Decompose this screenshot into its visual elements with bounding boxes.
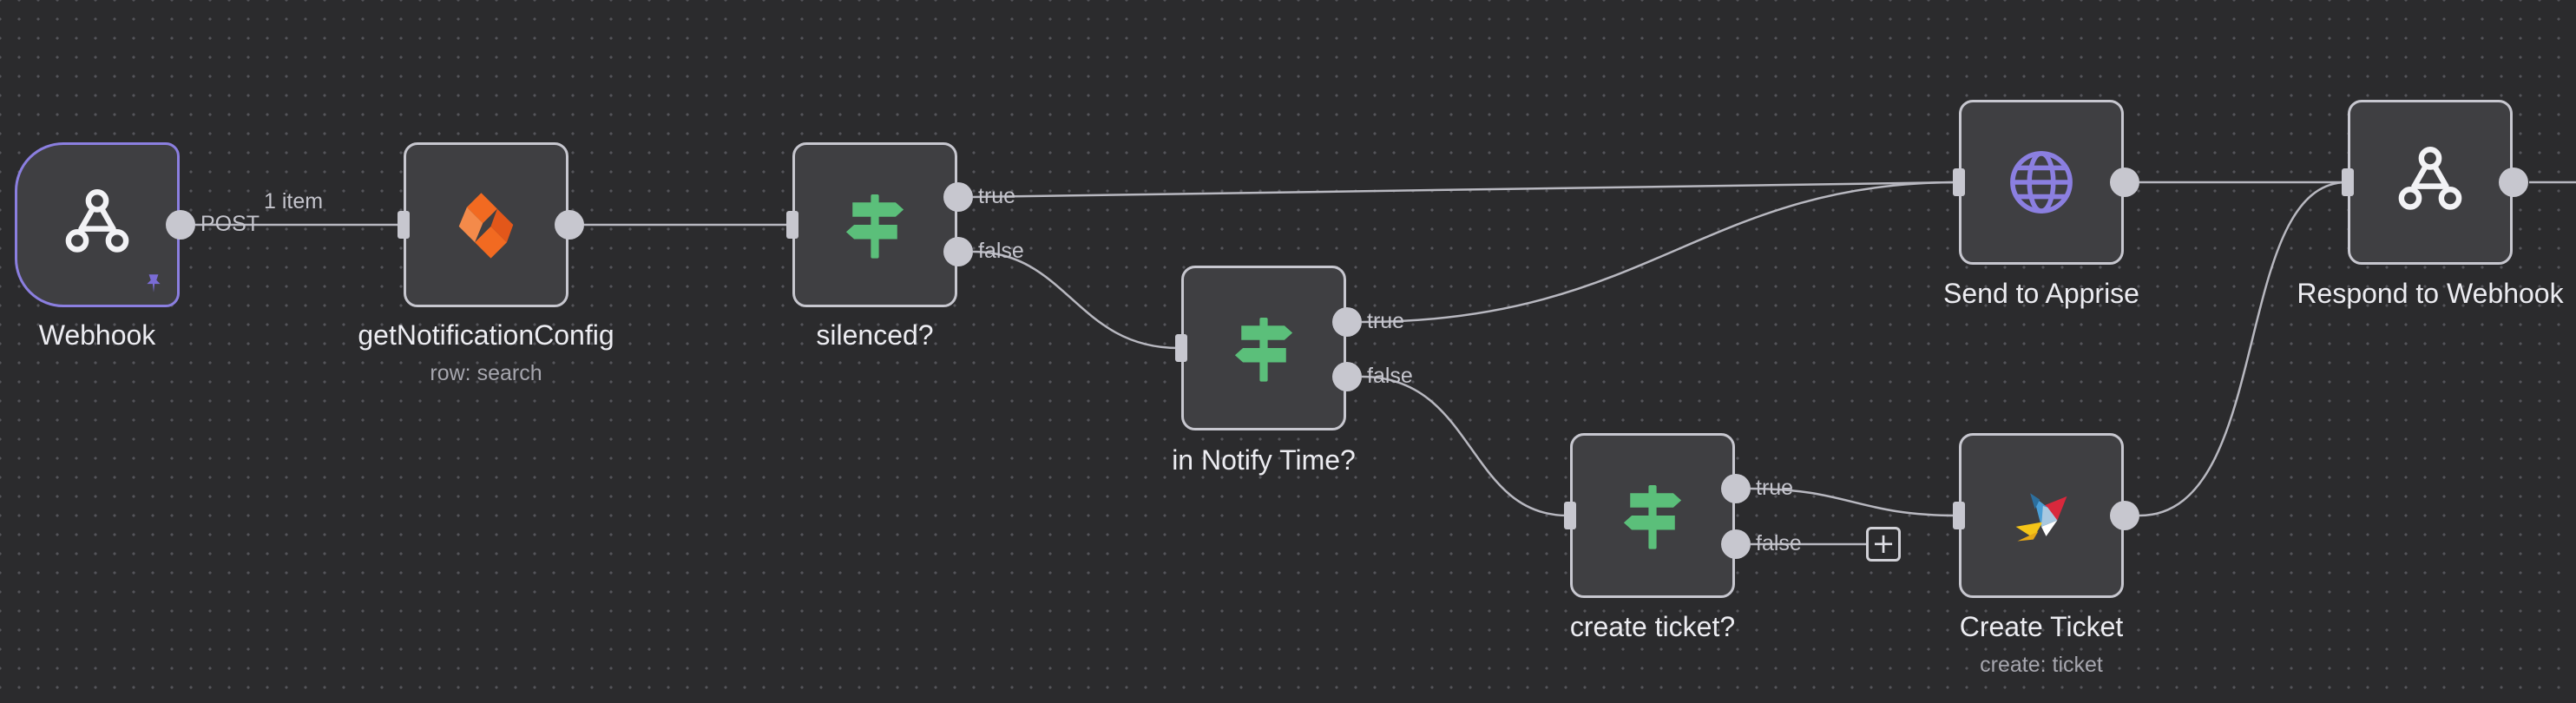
webhook-icon [2398, 147, 2462, 210]
signpost-icon [1623, 485, 1682, 549]
node-label-in-notify-time: in Notify Time? [1172, 444, 1356, 476]
edge-label-item-count: 1 item [264, 189, 324, 214]
output-handle-true[interactable] [1721, 474, 1751, 503]
edge-label-false: false [1367, 364, 1413, 388]
node-in-notify-time[interactable] [1181, 266, 1346, 430]
edge-silenced-true-to-apprise[interactable] [972, 181, 1959, 199]
table-db-icon [458, 193, 514, 259]
output-handle[interactable] [2110, 168, 2139, 197]
edge-label-true: true [978, 184, 1016, 208]
input-handle[interactable] [786, 211, 798, 239]
node-label-send-to-apprise: Send to Apprise [1943, 278, 2139, 309]
node-label-get-notification-config: getNotificationConfig [358, 319, 614, 351]
signpost-icon [845, 194, 904, 259]
output-handle-true[interactable] [1332, 307, 1362, 337]
output-handle[interactable] [166, 210, 195, 240]
bird-logo-icon [2015, 493, 2067, 542]
node-label-create-ticket: Create Ticket [1959, 611, 2124, 642]
globe-icon [2010, 151, 2073, 214]
node-webhook[interactable] [15, 142, 180, 307]
node-send-to-apprise[interactable] [1959, 100, 2124, 265]
node-create-ticket-check[interactable] [1570, 433, 1735, 598]
input-handle[interactable] [1953, 502, 1965, 529]
node-get-notification-config[interactable] [404, 142, 568, 307]
output-handle-false[interactable] [1721, 529, 1751, 559]
edge-notify-false-to-ticketcheck[interactable] [1361, 375, 1568, 517]
input-handle[interactable] [1953, 168, 1965, 196]
edge-ticketcheck-true-to-ticket[interactable] [1750, 487, 1959, 517]
add-node-button[interactable]: + [1866, 527, 1901, 562]
input-handle[interactable] [1175, 334, 1187, 362]
node-respond-to-webhook[interactable] [2348, 100, 2513, 265]
node-subtitle-get-notification-config: row: search [430, 361, 542, 385]
edge-label-false: false [1756, 531, 1802, 555]
node-label-silenced: silenced? [816, 319, 934, 351]
webhook-icon [65, 189, 129, 253]
edge-label-method: POST [200, 212, 260, 236]
node-label-create-ticket-check: create ticket? [1569, 611, 1736, 642]
output-handle[interactable] [2110, 501, 2139, 530]
output-handle[interactable] [2499, 168, 2528, 197]
edge-ticket-to-respond[interactable] [2139, 181, 2348, 517]
pin-icon[interactable] [142, 272, 165, 294]
edge-label-true: true [1367, 309, 1405, 333]
edge-label-false: false [978, 239, 1024, 263]
edge-label-true: true [1756, 476, 1794, 500]
output-handle-false[interactable] [1332, 362, 1362, 391]
node-subtitle-create-ticket: create: ticket [1980, 653, 2103, 677]
input-handle[interactable] [2342, 168, 2354, 196]
node-silenced[interactable] [792, 142, 957, 307]
input-handle[interactable] [1564, 502, 1576, 529]
output-handle-false[interactable] [943, 237, 973, 266]
node-label-webhook: Webhook [38, 319, 156, 351]
edge-silenced-false-to-notify[interactable] [972, 250, 1180, 350]
signpost-icon [1234, 318, 1293, 382]
node-label-respond-to-webhook: Respond to Webhook [2297, 278, 2564, 309]
node-create-ticket[interactable] [1959, 433, 2124, 598]
input-handle[interactable] [398, 211, 410, 239]
output-handle[interactable] [555, 210, 584, 240]
edge-notify-true-to-apprise[interactable] [1361, 181, 1959, 324]
output-handle-true[interactable] [943, 182, 973, 212]
